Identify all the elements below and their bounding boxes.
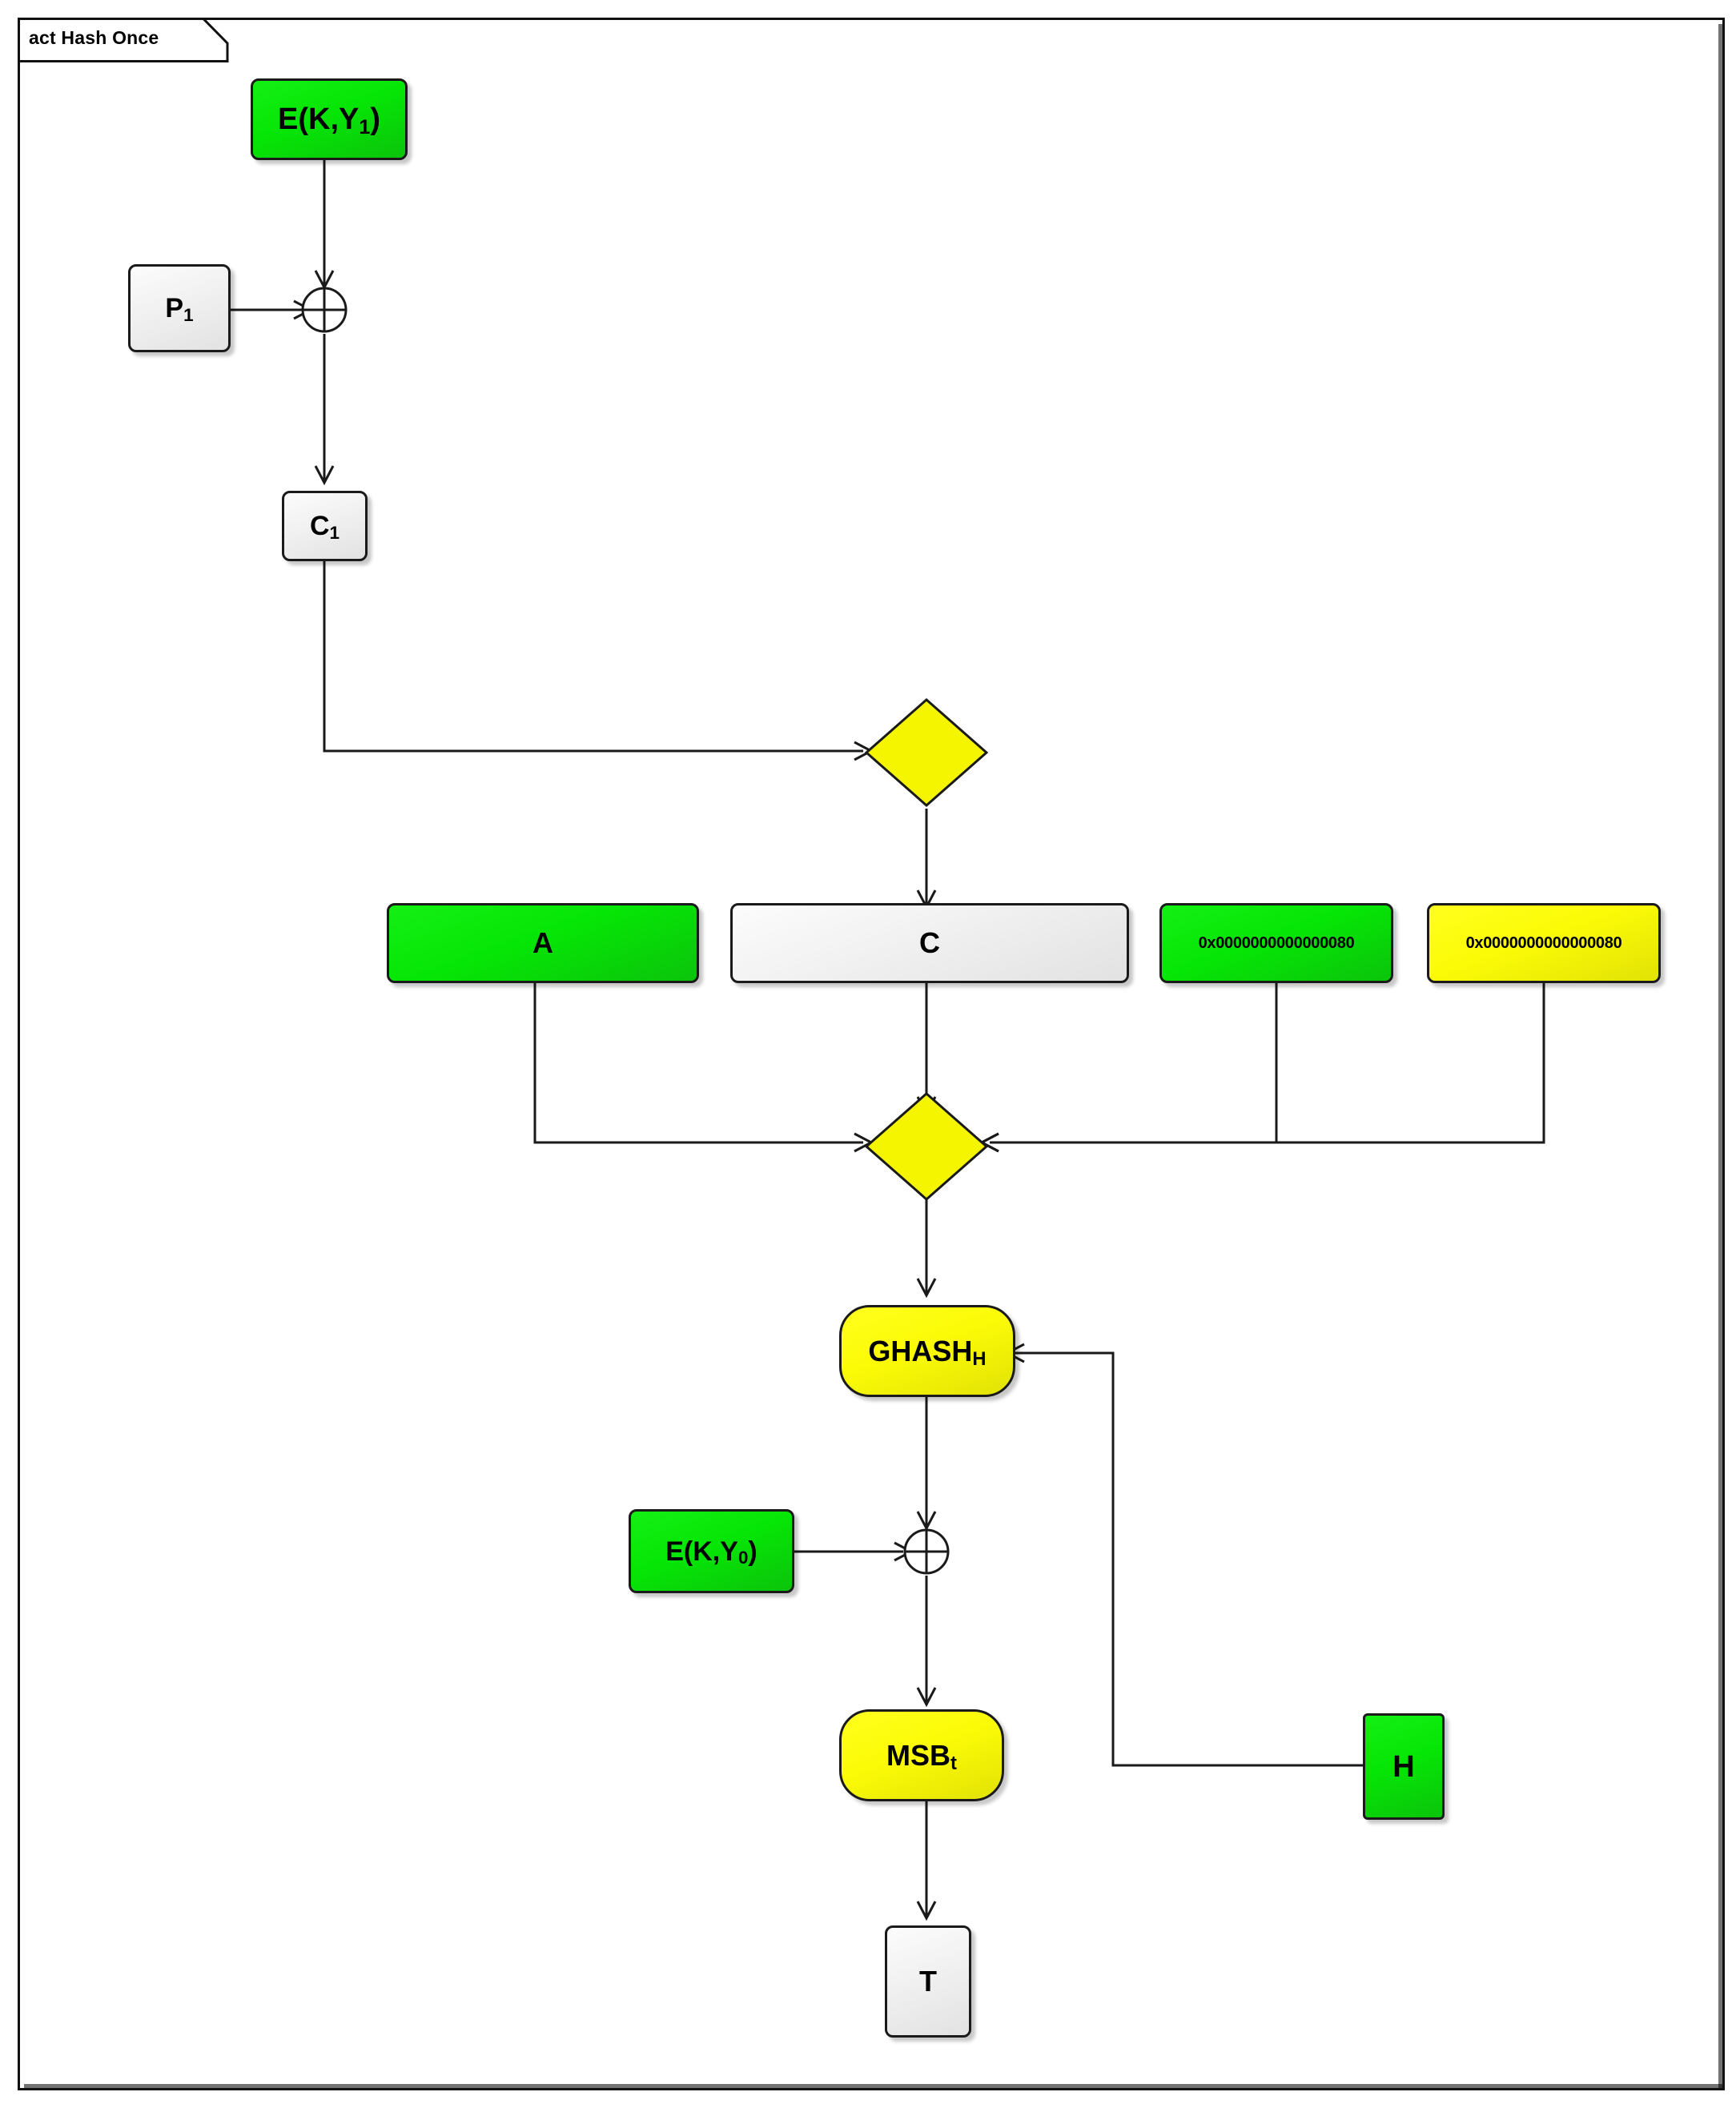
activity-frame xyxy=(18,18,1725,2090)
node-ciphertext-c1-label: C1 xyxy=(309,511,340,543)
node-tag-t-label: T xyxy=(919,1965,937,1998)
node-encrypt-k-y1[interactable]: E(K,Y1) xyxy=(251,78,408,160)
node-ghash-label: GHASHH xyxy=(868,1334,987,1370)
node-encrypt-k-y0[interactable]: E(K,Y0) xyxy=(629,1509,794,1593)
node-hash-subkey-h[interactable]: H xyxy=(1363,1713,1445,1820)
xor-gate-2[interactable] xyxy=(902,1528,950,1576)
node-len-a-label: 0x0000000000000080 xyxy=(1198,934,1355,952)
node-plaintext-p1-label: P1 xyxy=(165,293,194,325)
node-ciphertext-c-label: C xyxy=(919,926,940,959)
node-ghash[interactable]: GHASHH xyxy=(839,1305,1015,1397)
merge-node-1[interactable] xyxy=(863,697,990,809)
node-additional-data-a[interactable]: A xyxy=(387,903,699,983)
node-msb-label: MSBt xyxy=(886,1738,957,1774)
node-len-a[interactable]: 0x0000000000000080 xyxy=(1159,903,1393,983)
node-encrypt-k-y1-label: E(K,Y1) xyxy=(278,102,380,139)
node-ciphertext-c[interactable]: C xyxy=(730,903,1129,983)
frame-shadow xyxy=(24,2084,1723,2089)
xor-gate-1[interactable] xyxy=(300,286,348,334)
node-len-c[interactable]: 0x0000000000000080 xyxy=(1427,903,1661,983)
node-plaintext-p1[interactable]: P1 xyxy=(128,264,231,352)
frame-title-label: act Hash Once xyxy=(29,27,159,48)
node-tag-t[interactable]: T xyxy=(885,1925,971,2038)
node-ciphertext-c1[interactable]: C1 xyxy=(282,491,368,561)
node-encrypt-k-y0-label: E(K,Y0) xyxy=(665,1536,757,1568)
node-msb[interactable]: MSBt xyxy=(839,1709,1004,1801)
node-additional-data-a-label: A xyxy=(532,926,553,959)
frame-shadow-right xyxy=(1718,24,1723,2089)
node-hash-subkey-h-label: H xyxy=(1392,1749,1415,1784)
merge-node-2[interactable] xyxy=(863,1090,990,1203)
node-len-c-label: 0x0000000000000080 xyxy=(1465,934,1622,952)
frame-title-tab: act Hash Once xyxy=(18,18,258,62)
